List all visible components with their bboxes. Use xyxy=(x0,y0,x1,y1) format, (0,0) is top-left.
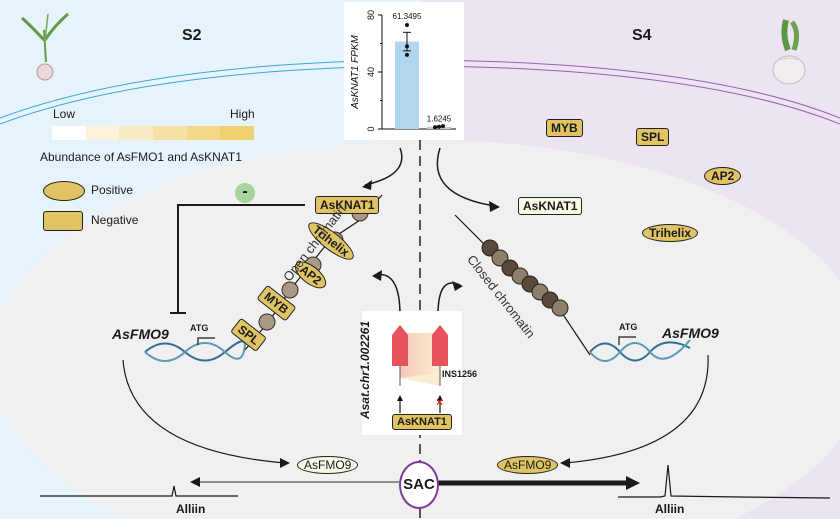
legend-positive-label: Positive xyxy=(91,183,134,197)
arrowhead xyxy=(560,458,570,468)
gene-label-left: AsFMO9 xyxy=(112,326,169,342)
bar-value-label: 61.3495 xyxy=(393,12,422,21)
gene-label-right: AsFMO9 xyxy=(662,325,719,341)
data-point xyxy=(437,124,441,129)
arrow-gene-to-product-left xyxy=(122,359,286,464)
legend-negative-swatch xyxy=(43,211,83,231)
scale-low-label: Low xyxy=(53,107,76,121)
alliin-label-right: Alliin xyxy=(655,502,685,516)
data-point xyxy=(405,44,409,49)
y-tick-label: 0 xyxy=(366,126,376,131)
gradient-step-0 xyxy=(52,126,86,140)
membrane-right xyxy=(419,59,840,119)
garlic-bulb-sprouting-icon xyxy=(772,19,806,85)
gradient-step-5 xyxy=(220,126,255,140)
tf-myb-right: MYB xyxy=(546,119,583,137)
inhibition-badge: - xyxy=(235,183,255,203)
data-point xyxy=(433,125,437,130)
tf-asknat1-left: AsKNAT1 xyxy=(315,196,380,214)
gradient-step-4 xyxy=(186,126,221,140)
legend-positive-swatch xyxy=(43,181,85,201)
dna-helix-right xyxy=(589,336,691,362)
membrane-right-inner xyxy=(419,65,840,125)
stage-label-s4: S4 xyxy=(632,27,652,44)
data-point xyxy=(405,22,409,27)
gradient-step-2 xyxy=(119,126,154,140)
abundance-gradient-bar xyxy=(52,126,255,140)
data-point xyxy=(441,124,445,129)
stage-label-s2: S2 xyxy=(182,27,202,44)
exon-right xyxy=(432,325,448,366)
inhibition-line xyxy=(177,204,305,312)
product-asfmo9-left: AsFMO9 xyxy=(297,456,359,474)
tss-label-left: ATG xyxy=(190,323,209,333)
tf-asknat1-inset: AsKNAT1 xyxy=(392,414,452,430)
scale-high-label: High xyxy=(230,107,255,121)
y-axis-label: AsKNAT1 FPKM xyxy=(350,34,361,109)
sac-substrate: SAC xyxy=(399,461,439,509)
gene-id-label: Asat.chr1.002261 xyxy=(358,320,373,420)
exon-left xyxy=(392,325,408,366)
alliin-label-left: Alliin xyxy=(176,502,206,516)
arrowhead xyxy=(280,458,290,468)
gradient-step-1 xyxy=(85,126,120,140)
alliin-peak-left xyxy=(40,485,238,497)
arrow-knat-left xyxy=(364,147,403,186)
y-tick-label: 40 xyxy=(366,67,376,77)
tf-asknat1-right: AsKNAT1 xyxy=(518,197,583,215)
arrowhead xyxy=(489,201,500,212)
arrowhead xyxy=(452,281,463,291)
legend-negative-label: Negative xyxy=(91,213,139,227)
alliin-peak-right xyxy=(618,464,831,499)
blocked-marker-icon: × xyxy=(436,395,444,409)
insertion-wedge xyxy=(400,373,440,386)
data-point xyxy=(405,52,409,57)
gene-structure-inset: Asat.chr1.002261 INS1256 × AsKNAT1 xyxy=(358,311,477,435)
gradient-step-3 xyxy=(153,126,187,140)
bar-value-label: 1.6245 xyxy=(427,115,452,124)
arrowhead xyxy=(190,477,200,487)
dna-helix-left xyxy=(144,337,246,362)
y-tick-label: 80 xyxy=(366,10,376,20)
arrowhead xyxy=(626,476,640,490)
scale-caption: Abundance of AsFMO1 and AsKNAT1 xyxy=(40,150,242,164)
tf-trihelix-right: Trihelix xyxy=(642,224,699,242)
product-asfmo9-right: AsFMO9 xyxy=(497,456,559,474)
insertion-label: INS1256 xyxy=(442,369,478,379)
garlic-seedling-icon xyxy=(21,12,69,81)
closed-chromatin xyxy=(454,214,591,356)
arrowhead xyxy=(362,180,372,190)
tf-ap2-right: AP2 xyxy=(704,167,742,185)
tss-label-right: ATG xyxy=(619,322,638,332)
arrowhead xyxy=(372,270,382,281)
arrow-knat-right xyxy=(436,147,496,207)
tf-spl-right: SPL xyxy=(636,128,670,146)
arrow-gene-to-product-right xyxy=(564,354,709,464)
